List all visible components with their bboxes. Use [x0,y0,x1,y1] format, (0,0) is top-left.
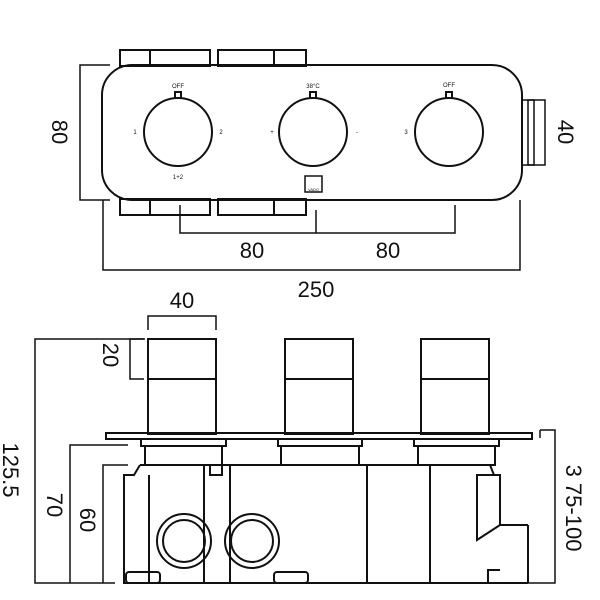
dim-depth-40: 40 [553,120,578,144]
label-1: 1 [133,130,137,136]
dim-width-250: 250 [298,277,335,302]
side-knobs [147,338,490,435]
faceplate [101,64,523,201]
dim-range-75-100: 3 75-100 [561,465,586,552]
dim-spacing-80-a: 80 [240,238,264,263]
dim-60: 60 [75,508,100,532]
valve-body [123,464,529,584]
knob-2 [278,91,348,167]
dim-height-80: 80 [47,120,72,144]
vado-logo: VADO [308,187,319,192]
dim-70: 70 [42,493,67,517]
knob-3 [414,91,484,167]
dim-knob-top-20: 20 [98,343,123,367]
label-off-1: OFF [172,84,184,90]
label-minus: - [356,130,358,136]
dim-spacing-80-b: 80 [376,238,400,263]
label-1-plus-2: 1+2 [173,175,184,181]
label-plus: + [270,130,274,136]
collars [140,438,500,466]
dim-total-125-5: 125.5 [0,442,23,497]
dim-knob-width-40: 40 [170,288,194,313]
label-off-3: OFF [443,83,455,89]
vado-logo-box [304,175,323,193]
label-3: 3 [404,130,408,136]
label-2: 2 [219,130,223,136]
knob-1 [143,91,213,167]
label-temp: 38°C [306,84,320,90]
